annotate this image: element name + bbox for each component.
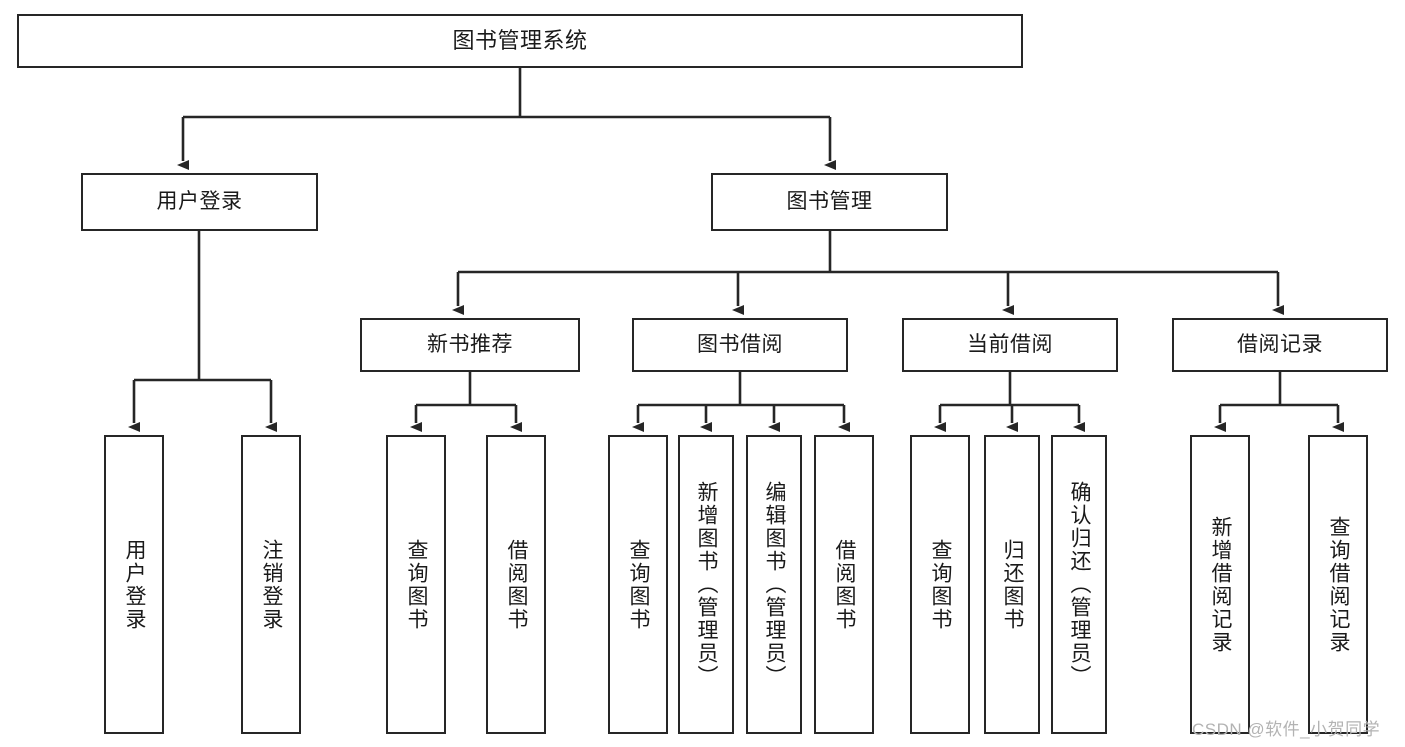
node-leaf-confirm-return-admin[interactable]: 确认归还（管理员） xyxy=(1051,435,1107,734)
node-label: 查询图书 xyxy=(627,538,651,631)
node-label: 借阅图书 xyxy=(833,538,857,631)
node-label: 图书管理系统 xyxy=(452,27,588,53)
node-leaf-edit-book-admin[interactable]: 编辑图书（管理员） xyxy=(746,435,802,734)
node-label: 查询借阅记录 xyxy=(1327,515,1351,654)
csdn-watermark: CSDN @软件_小贺同学 xyxy=(1192,720,1381,739)
node-label: 借阅图书 xyxy=(505,538,529,631)
node-subbranch-borrow-record[interactable]: 借阅记录 xyxy=(1172,318,1388,372)
node-label: 查询图书 xyxy=(405,538,429,631)
node-leaf-query-book-current[interactable]: 查询图书 xyxy=(910,435,970,734)
node-label: 新增图书（管理员） xyxy=(695,481,719,688)
node-leaf-query-borrow-record[interactable]: 查询借阅记录 xyxy=(1308,435,1368,734)
node-leaf-user-login[interactable]: 用户登录 xyxy=(104,435,164,734)
node-label: 新书推荐 xyxy=(427,333,513,357)
node-label: 用户登录 xyxy=(156,190,243,214)
node-label: 编辑图书（管理员） xyxy=(763,481,787,688)
node-label: 图书管理 xyxy=(786,190,873,214)
node-label: 图书借阅 xyxy=(697,333,783,357)
node-subbranch-new-book-recommend[interactable]: 新书推荐 xyxy=(360,318,580,372)
node-label: 新增借阅记录 xyxy=(1209,515,1233,654)
node-leaf-logout[interactable]: 注销登录 xyxy=(241,435,301,734)
node-label: 归还图书 xyxy=(1001,538,1025,631)
node-label: 借阅记录 xyxy=(1237,333,1323,357)
node-leaf-borrow-book[interactable]: 借阅图书 xyxy=(814,435,874,734)
node-label: 当前借阅 xyxy=(967,333,1053,357)
node-leaf-query-book-recommend[interactable]: 查询图书 xyxy=(386,435,446,734)
node-label: 注销登录 xyxy=(260,538,284,631)
node-leaf-add-book-admin[interactable]: 新增图书（管理员） xyxy=(678,435,734,734)
node-label: 查询图书 xyxy=(929,538,953,631)
node-subbranch-current-borrow[interactable]: 当前借阅 xyxy=(902,318,1118,372)
node-root-system[interactable]: 图书管理系统 xyxy=(17,14,1023,68)
node-branch-user-login[interactable]: 用户登录 xyxy=(81,173,318,231)
node-subbranch-book-borrow[interactable]: 图书借阅 xyxy=(632,318,848,372)
node-label: 确认归还（管理员） xyxy=(1068,481,1092,688)
node-leaf-query-book-borrow[interactable]: 查询图书 xyxy=(608,435,668,734)
node-branch-book-manage[interactable]: 图书管理 xyxy=(711,173,948,231)
node-leaf-return-book[interactable]: 归还图书 xyxy=(984,435,1040,734)
node-leaf-borrow-book-recommend[interactable]: 借阅图书 xyxy=(486,435,546,734)
node-label: 用户登录 xyxy=(123,538,147,631)
node-leaf-add-borrow-record[interactable]: 新增借阅记录 xyxy=(1190,435,1250,734)
